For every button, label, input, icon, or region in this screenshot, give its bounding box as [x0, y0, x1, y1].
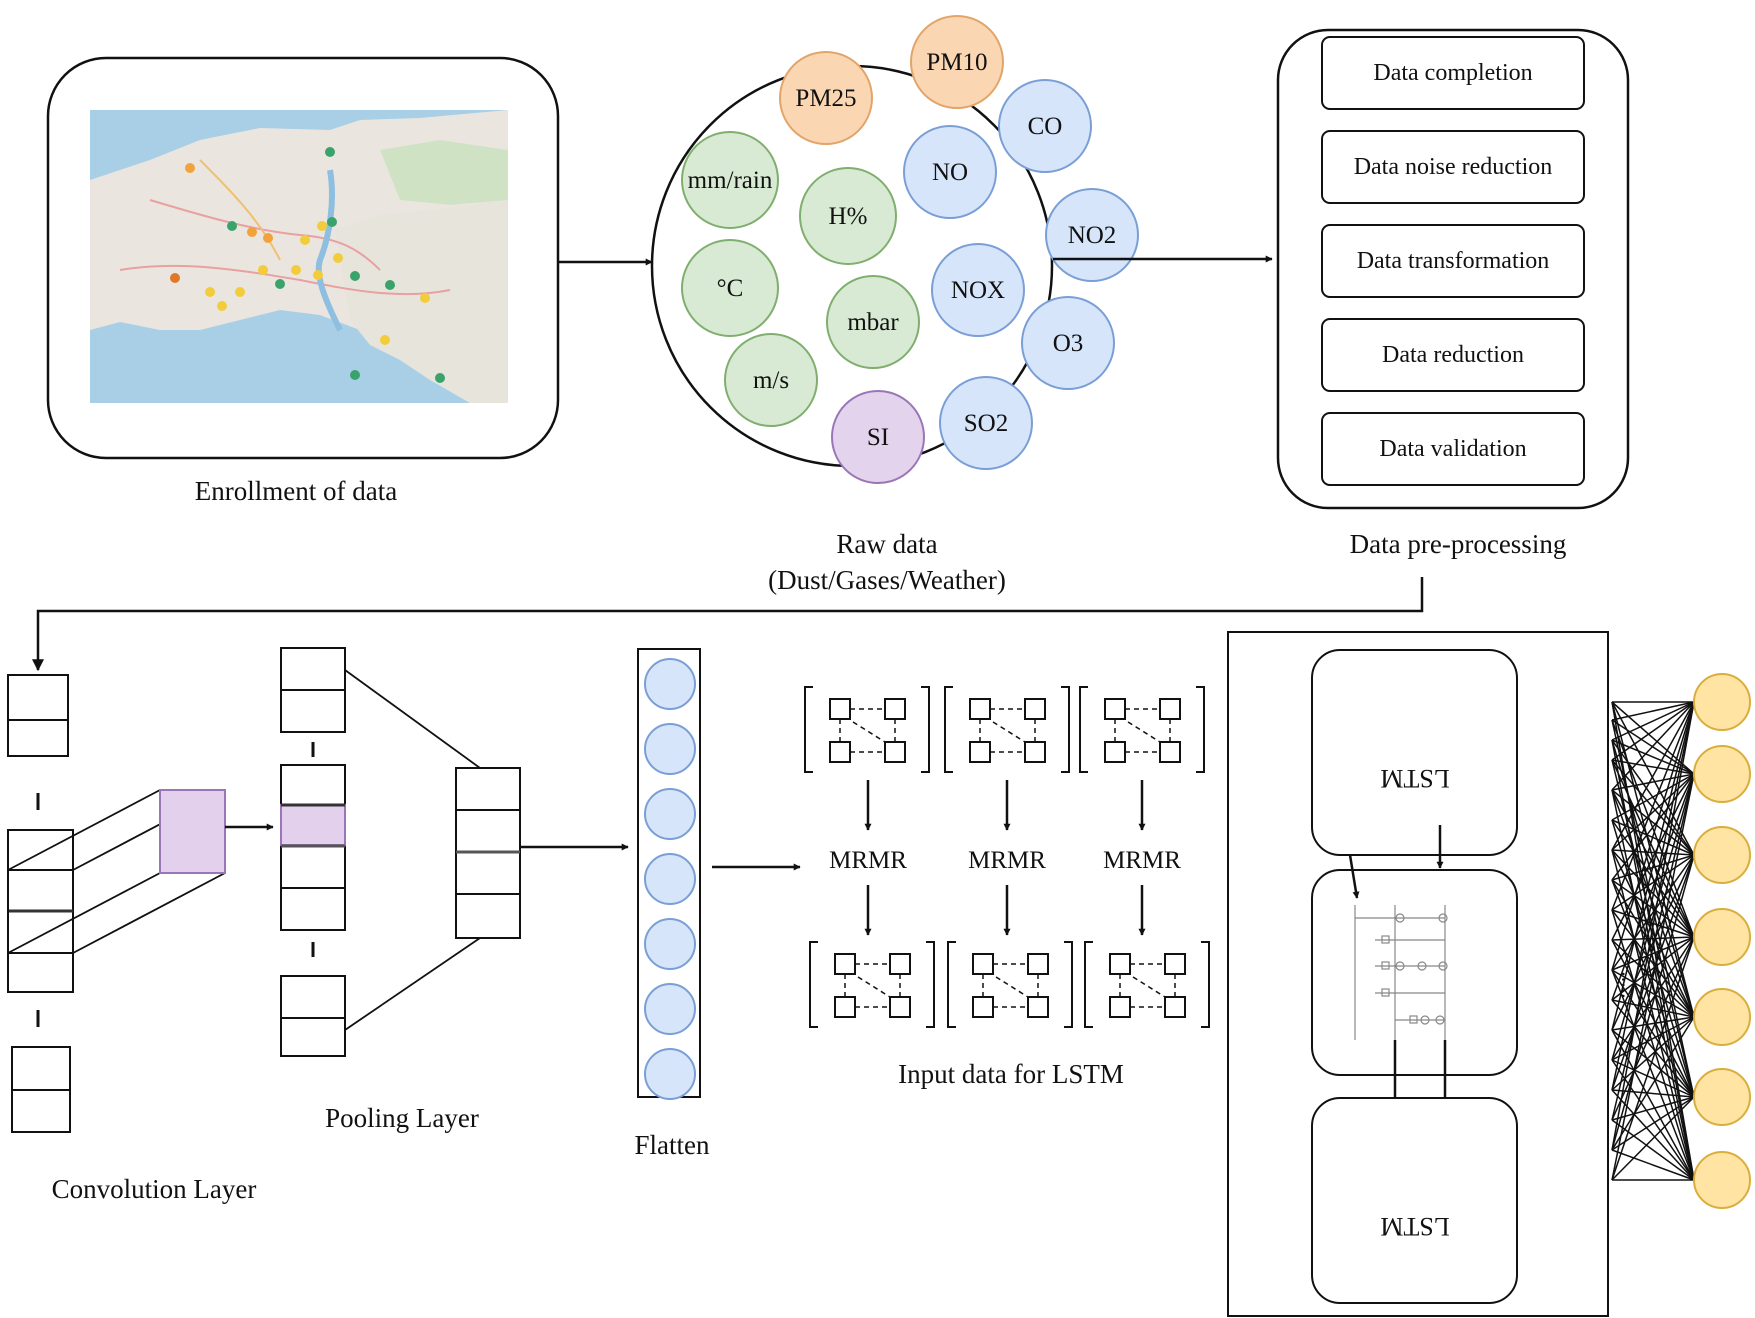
output-node — [1693, 745, 1751, 803]
bubble-label: NOX — [951, 277, 1005, 304]
mrmr-label: MRMR — [968, 847, 1046, 874]
bubble-gas: O3 — [1021, 296, 1115, 390]
bubble-label: mm/rain — [688, 167, 773, 194]
mrmr-label: MRMR — [829, 847, 907, 874]
bubble-weather: mm/rain — [681, 131, 779, 229]
feature-matrix — [944, 686, 1070, 773]
bubble-dust: PM10 — [910, 15, 1004, 109]
preprocessing-step-label: Data reduction — [1382, 342, 1524, 368]
lstm-input-caption: Input data for LSTM — [898, 1059, 1124, 1089]
bubble-gas: CO — [998, 79, 1092, 173]
feature-matrix — [804, 686, 930, 773]
flatten-node — [644, 1048, 696, 1100]
output-node — [1693, 1151, 1751, 1209]
bubble-gas: NOX — [931, 243, 1025, 337]
feature-matrix — [1084, 941, 1210, 1028]
preprocessing-step-label: Data validation — [1379, 436, 1526, 462]
bubble-label: PM10 — [926, 49, 987, 76]
flatten-node — [644, 918, 696, 970]
bubble-label: mbar — [847, 309, 899, 336]
lstm-cell-detail — [1311, 869, 1518, 1076]
flatten-node — [644, 983, 696, 1035]
raw-data-caption-line2: (Dust/Gases/Weather) — [768, 565, 1006, 595]
feature-matrix — [809, 941, 935, 1028]
flatten-caption: Flatten — [635, 1130, 710, 1160]
convolution-layer: Convolution Layer — [7, 674, 257, 1204]
raw-data-caption-line1: Raw data — [836, 529, 937, 559]
bubble-label: SO2 — [964, 410, 1008, 437]
bubble-gas: NO2 — [1045, 188, 1139, 282]
output-node — [1693, 673, 1751, 731]
bubble-label: NO — [932, 159, 968, 186]
bubble-weather: H% — [799, 167, 897, 265]
pooling-caption: Pooling Layer — [325, 1103, 479, 1133]
lstm-bottom-label: LSTM — [1380, 1212, 1449, 1241]
pooling-layer: Pooling Layer — [280, 647, 521, 1133]
map-thumbnail — [90, 110, 508, 403]
preprocessing-step: Data transformation — [1321, 224, 1585, 298]
mrmr-label: MRMR — [1103, 847, 1181, 874]
bubble-label: °C — [717, 275, 744, 302]
bubble-label: SI — [867, 424, 889, 451]
preprocessing-step-label: Data transformation — [1357, 248, 1550, 274]
preprocessing-step-label: Data noise reduction — [1354, 154, 1553, 180]
flatten-node — [644, 853, 696, 905]
output-node — [1693, 988, 1751, 1046]
preprocessing-step-label: Data completion — [1373, 60, 1532, 86]
lstm-input-group: MRMR MRMR MRMR Input data for LSTM — [804, 686, 1210, 1089]
bubble-weather: mbar — [826, 275, 920, 369]
enrollment-caption: Enrollment of data — [195, 476, 397, 506]
bubble-label: CO — [1028, 113, 1063, 140]
lstm-block-top — [1311, 649, 1518, 856]
bubble-weather: °C — [681, 239, 779, 337]
kernel-highlight — [159, 789, 226, 874]
preprocessing-caption: Data pre-processing — [1350, 529, 1567, 559]
bubble-label: NO2 — [1068, 222, 1117, 249]
preprocessing-step: Data reduction — [1321, 318, 1585, 392]
lstm-panel: LSTM LSTM — [1227, 631, 1609, 1317]
arrow-preprocessing-to-convolution — [32, 577, 1424, 672]
bubble-label: H% — [829, 203, 868, 230]
output-ellipsis: ..... — [1617, 971, 1642, 999]
dense-output: ..... — [1611, 673, 1751, 1209]
bubble-other: SI — [831, 390, 925, 484]
convolution-caption: Convolution Layer — [52, 1174, 257, 1204]
output-node — [1693, 826, 1751, 884]
bubble-label: PM25 — [795, 85, 856, 112]
flatten-layer: Flatten — [635, 648, 710, 1160]
output-node — [1693, 908, 1751, 966]
enrollment-panel: Enrollment of data — [46, 56, 560, 506]
bubble-gas: NO — [903, 125, 997, 219]
bubble-weather: m/s — [724, 333, 818, 427]
preprocessing-step: Data noise reduction — [1321, 130, 1585, 204]
lstm-block-bottom — [1311, 1097, 1518, 1304]
lstm-top-label: LSTM — [1380, 764, 1449, 793]
flatten-node — [644, 723, 696, 775]
lstm-cell-schematic — [1354, 905, 1448, 1048]
output-node — [1693, 1068, 1751, 1126]
flatten-node — [644, 658, 696, 710]
feature-matrix — [1079, 686, 1205, 773]
bubble-label: O3 — [1053, 330, 1084, 357]
bubble-label: m/s — [753, 367, 789, 394]
flatten-node — [644, 788, 696, 840]
preprocessing-step: Data validation — [1321, 412, 1585, 486]
preprocessing-step: Data completion — [1321, 36, 1585, 110]
feature-matrix — [947, 941, 1073, 1028]
bubble-dust: PM25 — [779, 51, 873, 145]
pooling-highlight — [280, 804, 346, 846]
bubble-gas: SO2 — [939, 376, 1033, 470]
